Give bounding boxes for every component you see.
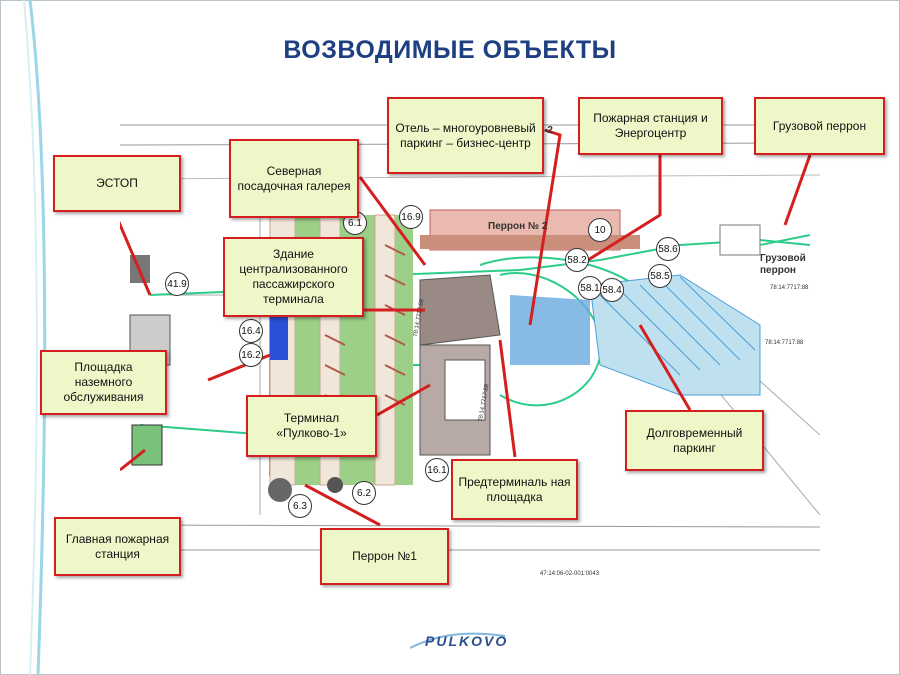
zone-badge: 58.4 [600,278,624,302]
callout-fire-energy: Пожарная станция и Энергоцентр [578,97,723,155]
cargo-apron-map-label: Грузовой перрон [760,253,806,276]
zone-badge: 41.9 [165,272,189,296]
callout-central-terminal: Здание централизованного пассажирского т… [223,237,364,317]
coord-label: 78:14:7717:88 [765,340,804,346]
zone-badge: 58.1 [578,276,602,300]
callout-estop: ЭСТОП [53,155,181,212]
zone-badge: 58.2 [565,248,589,272]
zone-badge: 6.2 [352,481,376,505]
callout-north-gallery: Северная посадочная галерея [229,139,359,218]
road-tag-label: -2 [544,125,553,136]
zone-badge: 16.1 [425,458,449,482]
zone-badge: 58.5 [648,264,672,288]
zone-badge: 16.9 [399,205,423,229]
callout-main-fire: Главная пожарная станция [54,517,181,576]
callout-long-parking: Долговременный паркинг [625,410,764,471]
pulkovo-logo-icon [410,632,506,649]
zone-badge: 10 [588,218,612,242]
pulkovo-logo-text: PULKOVO [425,633,509,649]
zone-badge: 6.3 [288,494,312,518]
coord-label: 47:14:06-02-001:0043 [540,571,600,577]
zone-badge: 16.2 [239,343,263,367]
callout-apron1: Перрон №1 [320,528,449,585]
decorative-swoosh [23,0,47,675]
zone-badge: 58.6 [656,237,680,261]
callout-ground-service: Площадка наземного обслуживания [40,350,167,415]
coord-label: 78:14:7717:88 [770,285,809,291]
slide-title: ВОЗВОДИМЫЕ ОБЪЕКТЫ [283,36,617,64]
apron2-map-label: Перрон № 2 [488,221,548,232]
callout-preterminal: Предтерминаль ная площадка [451,459,578,520]
callout-terminal-p1: Терминал «Пулково-1» [246,395,377,457]
callout-cargo-apron: Грузовой перрон [754,97,885,155]
callout-hotel: Отель – многоуровневый паркинг – бизнес-… [387,97,544,174]
zone-badge: 16.4 [239,319,263,343]
